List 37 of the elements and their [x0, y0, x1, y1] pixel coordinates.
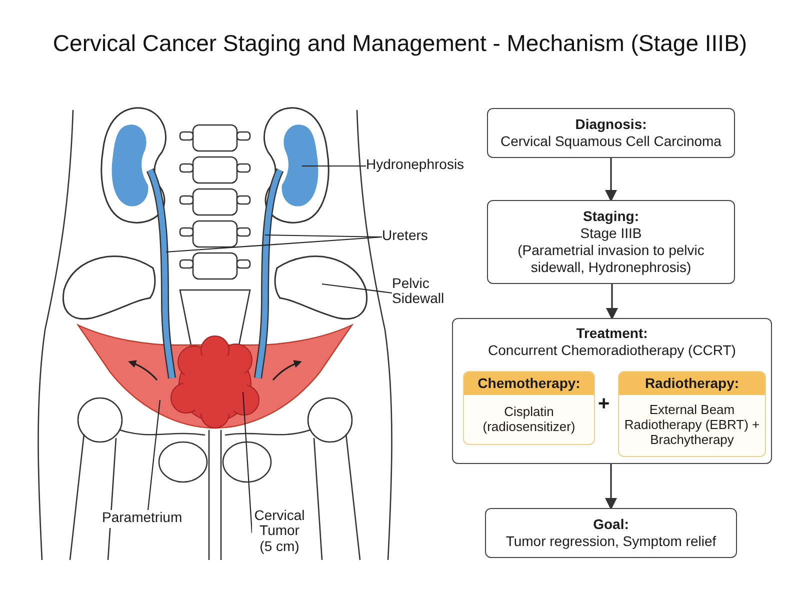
box-heading: Treatment:	[576, 325, 648, 342]
tumor-mass	[170, 336, 260, 428]
process-box	[485, 508, 737, 558]
iliac-bone	[62, 256, 156, 320]
panel-heading: Radiotherapy:	[619, 372, 765, 396]
arrow	[605, 464, 617, 510]
leader-line	[147, 400, 161, 510]
process-box	[487, 200, 735, 284]
leader-line	[265, 234, 382, 238]
iliac-bone	[274, 256, 368, 320]
parametrium-region	[77, 324, 353, 429]
box-text: Tumor regression, Symptom relief	[506, 533, 716, 550]
kidney	[100, 107, 167, 224]
leader-line	[302, 165, 366, 167]
plus-sign: +	[598, 394, 610, 414]
box-text: Stage IIIB	[580, 225, 642, 242]
ureter	[254, 168, 284, 379]
arrow	[605, 158, 617, 202]
therapy-panel	[463, 371, 595, 445]
swollen-kidney	[263, 107, 330, 224]
leader-line	[242, 392, 253, 534]
box-heading: Diagnosis:	[575, 116, 647, 133]
process-box	[487, 108, 735, 158]
leader-line	[322, 283, 392, 294]
box-heading: Staging:	[583, 208, 639, 226]
arrow	[606, 284, 618, 320]
treatment-box	[452, 318, 772, 464]
ureter	[146, 168, 176, 379]
panel-text: External Beam Radiotherapy (EBRT) + Brachytherapy	[623, 401, 761, 450]
box-text: (Parametrial invasion to pelvic sidewall, Hydronephrosis)	[516, 242, 706, 276]
panel-heading: Chemotherapy:	[464, 372, 594, 396]
box-text: Cervical Squamous Cell Carcinoma	[500, 133, 722, 150]
box-heading: Goal:	[593, 516, 629, 533]
therapy-panel	[618, 371, 766, 457]
panel-text: Cisplatin (radiosensitizer)	[482, 402, 576, 436]
box-text: Concurrent Chemoradiotherapy (CCRT)	[488, 342, 736, 359]
diagram-title: Cervical Cancer Staging and Management - Mechanism (Stage IIIB)	[52, 30, 748, 57]
